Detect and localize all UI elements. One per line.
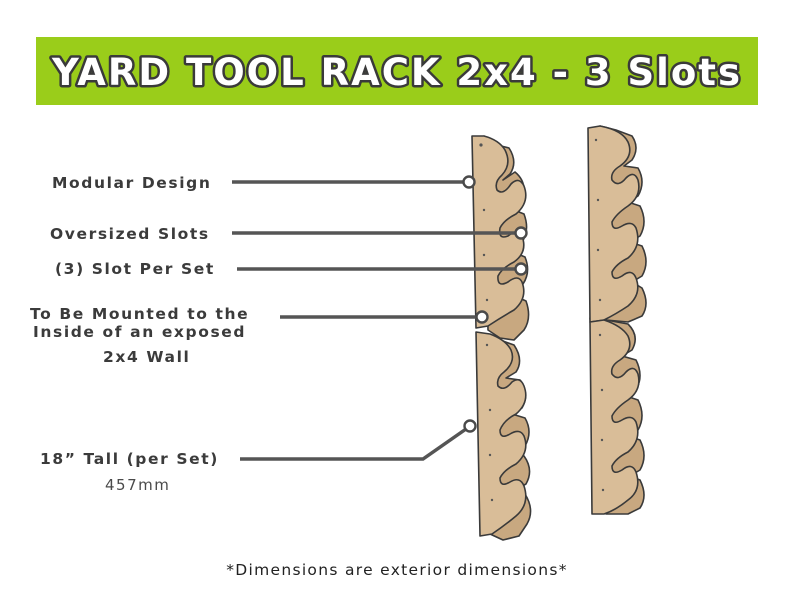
callout-slot-per-set: (3) Slot Per Set bbox=[55, 260, 215, 278]
right-rack-screws bbox=[594, 138, 605, 492]
leader-lines bbox=[232, 180, 516, 461]
title-graphic: YARD TOOL RACK 2x4 - 3 Slots bbox=[49, 49, 743, 97]
endpoint-modular bbox=[462, 175, 476, 189]
callout-mounted-line3: 2x4 Wall bbox=[103, 348, 191, 366]
title-banner: YARD TOOL RACK 2x4 - 3 Slots bbox=[36, 37, 758, 105]
leader-endpoints bbox=[462, 175, 528, 433]
callout-modular: Modular Design bbox=[52, 174, 212, 192]
callout-tall: 18” Tall (per Set) bbox=[40, 450, 219, 468]
right-rack-upper-face bbox=[587, 125, 640, 323]
right-rack-lower-face bbox=[589, 319, 640, 515]
right-rack bbox=[587, 125, 647, 515]
endpoint-oversized bbox=[514, 226, 528, 240]
endpoint-slot-per-set bbox=[514, 262, 528, 276]
left-rack-screws bbox=[479, 143, 494, 502]
left-rack bbox=[471, 135, 532, 541]
footnote: *Dimensions are exterior dimensions* bbox=[226, 561, 568, 579]
endpoint-mounted bbox=[475, 310, 489, 324]
left-rack-lower-face bbox=[475, 331, 527, 537]
endpoint-tall bbox=[463, 419, 477, 433]
callout-oversized: Oversized Slots bbox=[50, 225, 210, 243]
leader-tall bbox=[240, 427, 468, 461]
callout-tall-metric: 457mm bbox=[105, 476, 171, 494]
callout-mounted-line2: Inside of an exposed bbox=[33, 323, 247, 341]
page-title: YARD TOOL RACK 2x4 - 3 Slots bbox=[51, 51, 742, 94]
callout-mounted-line1: To Be Mounted to the bbox=[30, 305, 250, 323]
